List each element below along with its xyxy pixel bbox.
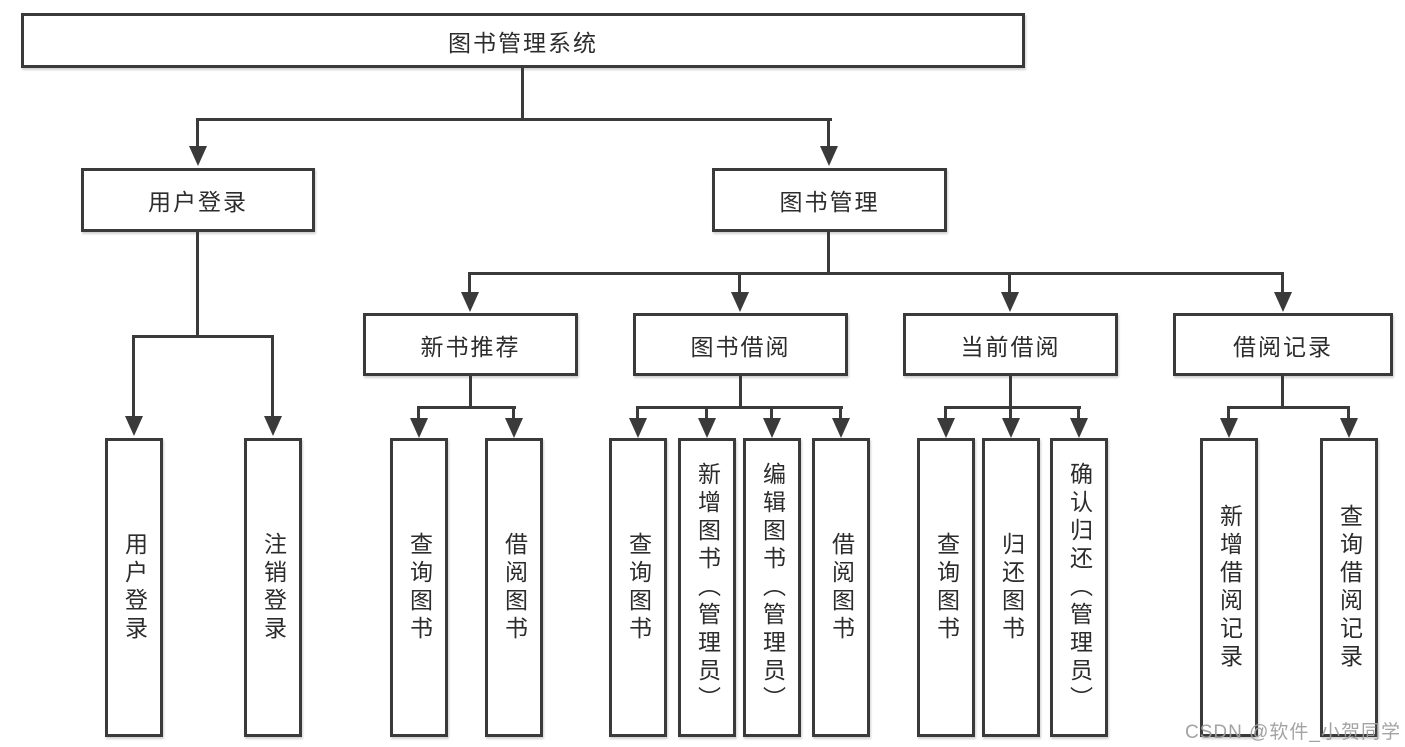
connector-borrow-records-split (1227, 406, 1350, 409)
node-new-book-recommend: 新书推荐 (363, 313, 578, 376)
node-book-borrow-label: 图书借阅 (690, 333, 791, 360)
leaf-user-login-label: 用户登录 (121, 531, 148, 644)
arrow-to-leaf-user-login (132, 335, 135, 416)
leaf-add-borrow-record-label: 新增借阅记录 (1216, 503, 1243, 672)
arrow-to-add-borrow-record (1227, 406, 1230, 418)
node-borrow-records-label: 借阅记录 (1233, 333, 1333, 360)
connector-book-borrow-split (636, 406, 843, 409)
node-root-library-system: 图书管理系统 (21, 13, 1025, 68)
leaf-add-book-admin-label: 新增图书（管理员） (694, 461, 721, 714)
arrow-to-current-borrow (1008, 272, 1011, 292)
leaf-query-borrow-record: 查询借阅记录 (1320, 438, 1378, 737)
arrow-to-query-books-3 (944, 406, 947, 418)
connector-new-book-stub (469, 376, 472, 406)
connector-root-split (196, 118, 832, 121)
leaf-query-books-2: 查询图书 (609, 438, 667, 737)
node-book-management: 图书管理 (712, 168, 947, 232)
arrow-to-return-book (1009, 406, 1012, 418)
node-current-borrow-label: 当前借阅 (960, 333, 1061, 360)
arrow-to-edit-book (770, 406, 773, 418)
arrow-to-leaf-logout (271, 335, 274, 416)
connector-new-book-split (417, 406, 516, 409)
node-borrow-records: 借阅记录 (1173, 313, 1393, 376)
leaf-confirm-return-admin: 确认归还（管理员） (1050, 438, 1108, 737)
leaf-query-books-3: 查询图书 (917, 438, 975, 737)
leaf-query-books-2-label: 查询图书 (625, 531, 652, 644)
arrow-to-borrow-books-1 (512, 406, 515, 418)
arrow-to-book-borrow (738, 272, 741, 292)
leaf-logout-label: 注销登录 (260, 531, 287, 644)
leaf-add-book-admin: 新增图书（管理员） (678, 438, 736, 737)
arrow-to-new-book-recommend (468, 272, 471, 292)
leaf-borrow-books-2: 借阅图书 (812, 438, 870, 737)
arrow-to-book-management (827, 118, 830, 146)
node-book-management-label: 图书管理 (779, 189, 880, 215)
arrow-to-query-books-2 (636, 406, 639, 418)
connector-book-management-split (468, 272, 1284, 275)
connector-book-borrow-stub (739, 376, 742, 406)
leaf-edit-book-admin-label: 编辑图书（管理员） (759, 461, 786, 714)
leaf-add-borrow-record: 新增借阅记录 (1200, 438, 1258, 737)
leaf-user-login: 用户登录 (105, 438, 163, 737)
leaf-borrow-books-2-label: 借阅图书 (828, 531, 855, 644)
node-root-label: 图书管理系统 (448, 29, 598, 56)
leaf-return-book: 归还图书 (982, 438, 1040, 737)
connector-user-login-split (132, 335, 274, 338)
connector-borrow-records-stub (1281, 376, 1284, 406)
leaf-confirm-return-admin-label: 确认归还（管理员） (1066, 461, 1093, 714)
leaf-edit-book-admin: 编辑图书（管理员） (743, 438, 801, 737)
connector-book-management-stub (827, 232, 830, 272)
connector-user-login-stub (196, 232, 199, 335)
arrow-to-borrow-books-2 (839, 406, 842, 418)
arrow-to-add-book (705, 406, 708, 418)
leaf-logout: 注销登录 (244, 438, 302, 737)
arrow-to-user-login (196, 118, 199, 146)
leaf-return-book-label: 归还图书 (998, 531, 1025, 644)
leaf-query-books-3-label: 查询图书 (933, 531, 960, 644)
arrow-to-confirm-return (1077, 406, 1080, 418)
csdn-watermark: CSDN @软件_小贺同学 (1185, 722, 1401, 743)
arrow-to-borrow-records (1281, 272, 1284, 292)
leaf-borrow-books-1: 借阅图书 (485, 438, 543, 737)
node-current-borrow: 当前借阅 (903, 313, 1118, 376)
connector-root-stub (521, 68, 524, 118)
leaf-borrow-books-1-label: 借阅图书 (501, 531, 528, 644)
leaf-query-books-1: 查询图书 (390, 438, 448, 737)
node-new-book-recommend-label: 新书推荐 (420, 333, 521, 360)
arrow-to-query-borrow-record (1347, 406, 1350, 418)
node-user-login: 用户登录 (81, 168, 315, 232)
connector-current-borrow-split (944, 406, 1081, 409)
arrow-to-query-books-1 (417, 406, 420, 418)
connector-current-borrow-stub (1009, 376, 1012, 406)
node-user-login-label: 用户登录 (148, 189, 248, 215)
leaf-query-borrow-record-label: 查询借阅记录 (1336, 503, 1363, 672)
node-book-borrow: 图书借阅 (633, 313, 848, 376)
leaf-query-books-1-label: 查询图书 (406, 531, 433, 644)
